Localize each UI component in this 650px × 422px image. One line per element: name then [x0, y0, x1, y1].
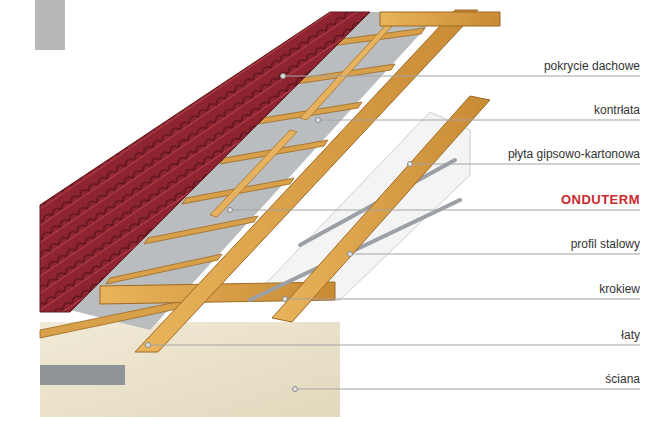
wall-block	[40, 322, 340, 417]
part-label: pokrycie dachowe	[544, 59, 640, 73]
part-label: profil stalowy	[571, 237, 640, 251]
product-label: ONDUTERM	[561, 193, 640, 207]
part-label: krokiew	[599, 282, 640, 296]
rafters	[135, 10, 500, 352]
part-label: łaty	[621, 328, 640, 342]
leader-dots	[146, 74, 413, 392]
part-label: kontrłata	[594, 103, 640, 117]
part-label: ściana	[605, 372, 640, 386]
leader-lines	[148, 76, 640, 389]
part-label: płyta gipsowo-kartonowa	[508, 147, 640, 161]
corner-mark	[35, 0, 65, 50]
gutter	[40, 365, 125, 385]
